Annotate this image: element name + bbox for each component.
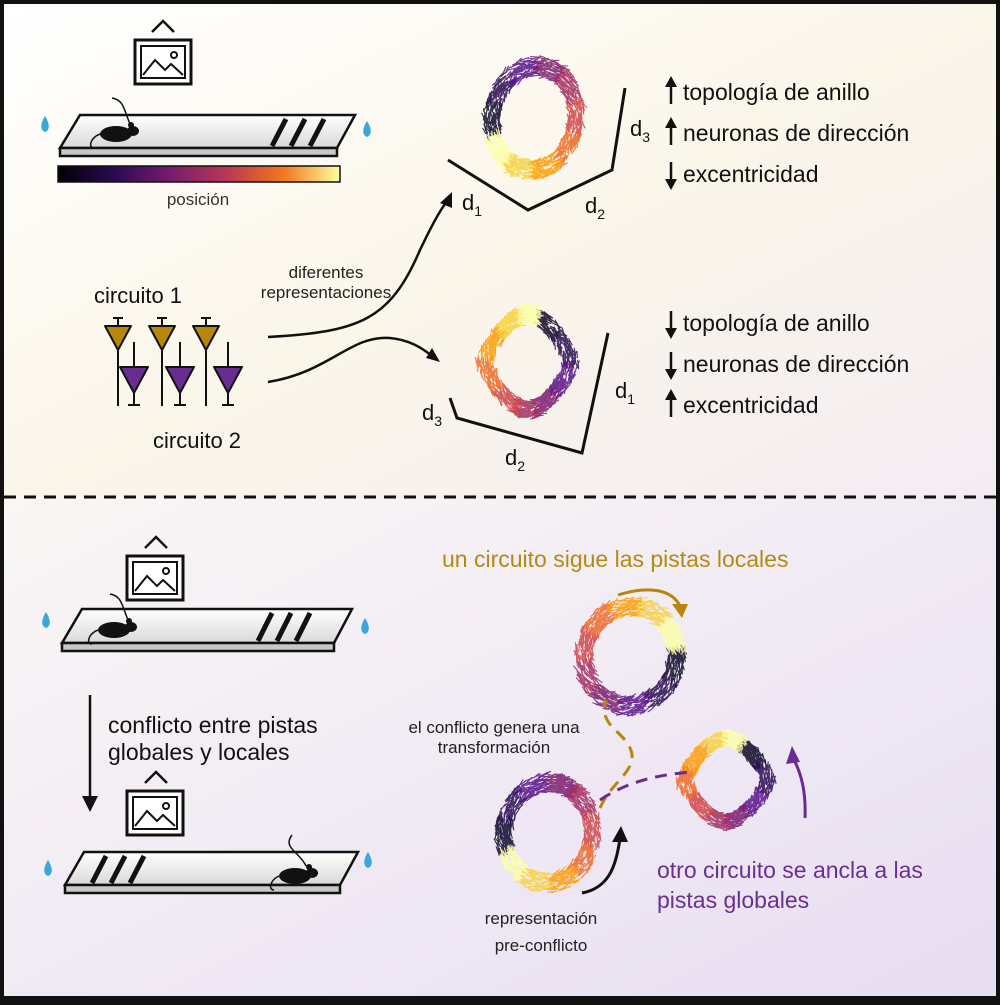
- down-arrow: [82, 695, 98, 812]
- property-label: neuronas de dirección: [683, 120, 909, 146]
- cue-stripe: [127, 854, 147, 885]
- water-drop-icon: [361, 618, 369, 634]
- pre-conflict-label-line1: representación: [485, 909, 597, 928]
- water-drop-icon: [41, 116, 49, 132]
- position-label: posición: [167, 190, 229, 209]
- picture-frame-icon: [133, 19, 193, 86]
- cue-stripe: [108, 854, 128, 885]
- conflict-label-line2: globales y locales: [108, 739, 290, 765]
- ring1-axis-d2: d2: [585, 193, 605, 222]
- ring2-axis-d1: d1: [615, 378, 635, 407]
- global-cues-label-line1: otro circuito se ancla a las: [657, 857, 923, 883]
- cue-stripe: [288, 117, 308, 148]
- black-rotation-arrow: [581, 826, 628, 895]
- global-cues-label-line2: pistas globales: [657, 887, 809, 913]
- down-arrow-icon: [665, 162, 677, 190]
- up-arrow-icon: [665, 117, 677, 145]
- gold-neuron: [192, 317, 220, 406]
- cue-stripe: [89, 854, 109, 885]
- transform-label-line2: transformación: [438, 738, 550, 757]
- ring2-axis-d2: d2: [505, 445, 525, 474]
- cue-stripe: [269, 117, 289, 148]
- cue-stripe: [255, 611, 275, 643]
- up-arrow-icon: [665, 76, 677, 104]
- ring1-axes: [447, 87, 627, 212]
- circuit2-label: circuito 2: [153, 428, 241, 453]
- track-pre-conflict: [59, 607, 355, 653]
- arrow-label-line2: representaciones: [261, 283, 391, 302]
- water-drop-icon: [364, 852, 372, 868]
- ring-pre-conflict: [493, 770, 602, 894]
- property-label: topología de anillo: [683, 79, 870, 105]
- transformation-path-purple: [599, 770, 691, 802]
- ring1-properties: topología de anillo neuronas de dirección…: [665, 76, 909, 190]
- arrow-to-ring2: [267, 336, 440, 384]
- gold-rotation-arrow: [617, 588, 688, 618]
- water-drop-icon: [363, 121, 371, 137]
- purple-neuron: [213, 342, 243, 406]
- position-colorbar: [57, 165, 341, 183]
- circuit1-label: circuito 1: [94, 283, 182, 308]
- ring2-axes: [448, 332, 610, 455]
- property-label: topología de anillo: [683, 310, 870, 336]
- gold-neuron: [148, 317, 176, 406]
- mouse-icon: [87, 593, 137, 645]
- cue-stripe: [307, 117, 327, 148]
- gold-neuron: [104, 317, 132, 406]
- transformation-path-gold: [598, 699, 634, 809]
- cue-stripe: [274, 611, 294, 643]
- ring2-axis-d3: d3: [422, 400, 442, 429]
- purple-neuron: [165, 342, 195, 406]
- purple-rotation-arrow: [786, 746, 807, 819]
- ring-global-anchored: [675, 728, 777, 832]
- ring1-axis-d1: d1: [462, 190, 482, 219]
- cue-stripe: [293, 611, 313, 643]
- local-cues-label: un circuito sigue las pistas locales: [442, 546, 788, 572]
- water-drop-icon: [42, 612, 50, 628]
- ring1-axis-d3: d3: [630, 116, 650, 145]
- picture-frame-icon: [125, 535, 185, 602]
- property-label: neuronas de dirección: [683, 351, 909, 377]
- property-label: excentricidad: [683, 161, 819, 187]
- ring-manifold-2: [474, 303, 581, 420]
- property-label: excentricidad: [683, 392, 819, 418]
- purple-neuron: [119, 342, 149, 406]
- picture-frame-icon: [125, 770, 185, 837]
- mouse-icon: [89, 97, 139, 149]
- arrow-label-line1: diferentes: [289, 263, 364, 282]
- pre-conflict-label-line2: pre-conflicto: [495, 936, 588, 955]
- ring2-properties: topología de anillo neuronas de dirección…: [665, 310, 909, 418]
- conflict-label-line1: conflicto entre pistas: [108, 712, 318, 738]
- transform-label-line1: el conflicto genera una: [408, 718, 580, 737]
- mouse-icon: [269, 834, 318, 891]
- neuron-group: [104, 317, 243, 406]
- up-arrow-icon: [665, 389, 677, 417]
- track-top: [57, 113, 358, 158]
- arrow-to-ring1: [267, 192, 452, 339]
- down-arrow-icon: [665, 352, 677, 380]
- down-arrow-icon: [665, 311, 677, 339]
- ring-manifold-1: [481, 55, 588, 181]
- water-drop-icon: [44, 860, 52, 876]
